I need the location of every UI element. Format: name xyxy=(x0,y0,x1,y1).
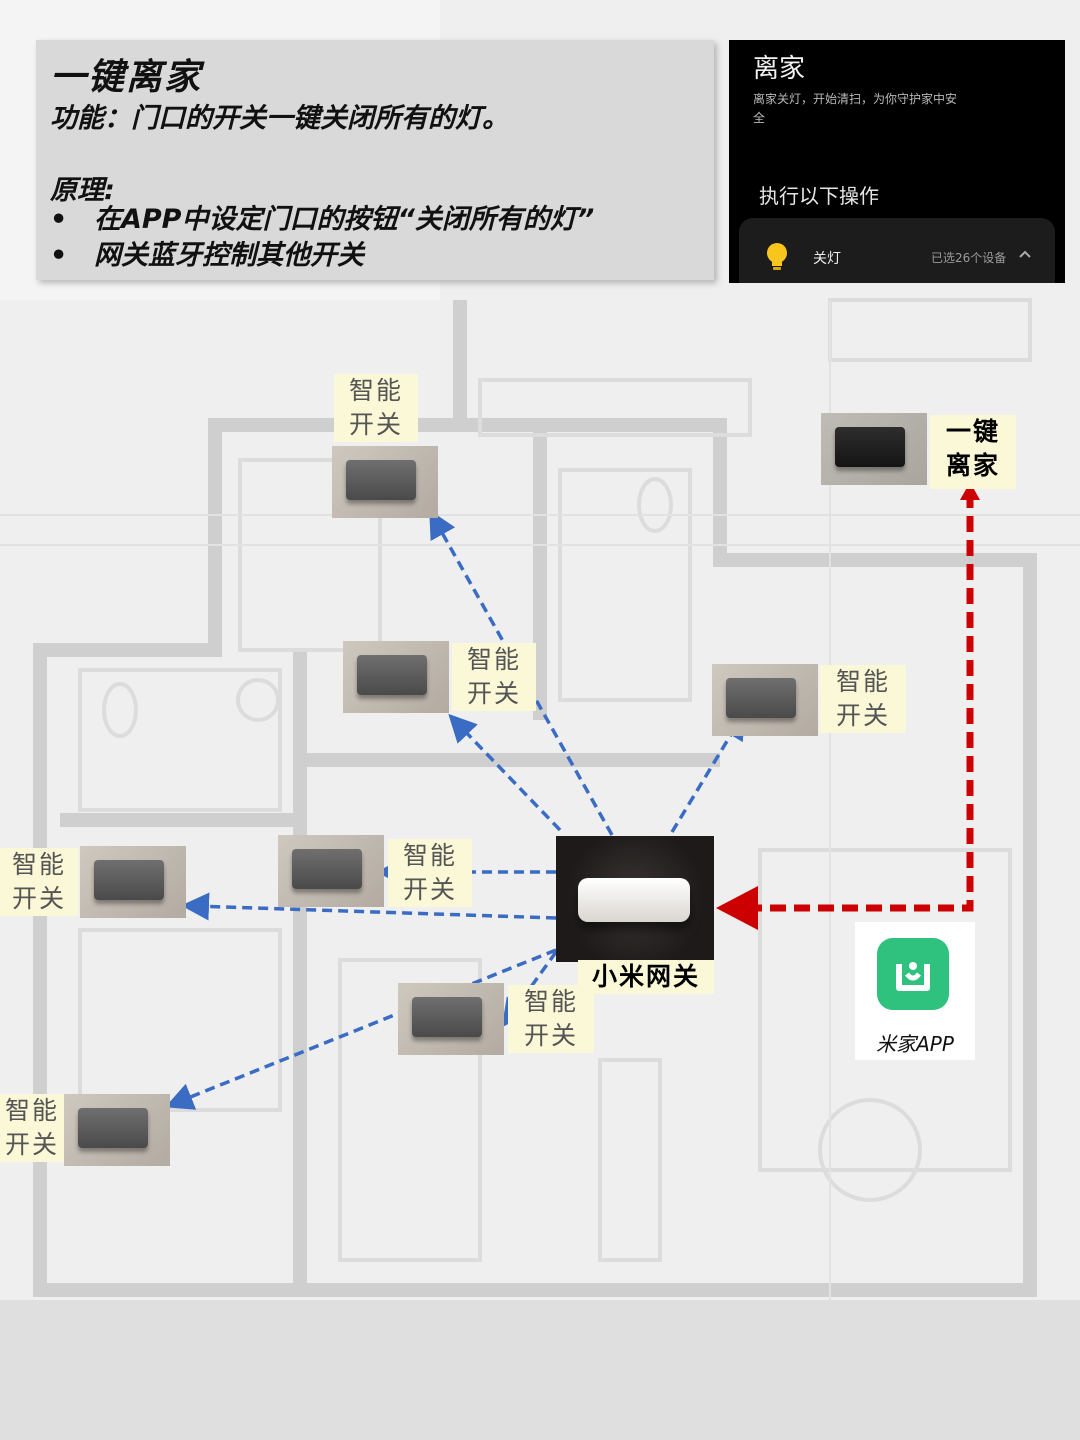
smart-switch-mid xyxy=(343,641,449,713)
mi-home-app-card: 米家APP xyxy=(855,922,975,1060)
info-box: 一键离家 功能：门口的开关一键关闭所有的灯。 原理: • 在APP中设定门口的按钮… xyxy=(36,40,714,280)
smart-switch-top xyxy=(332,446,438,518)
scene-panel: 离家 离家关灯，开始清扫，为你守护家中安全 执行以下操作 关灯 已选26个设备 xyxy=(729,40,1065,283)
info-bullet-list: • 在APP中设定门口的按钮“关闭所有的灯” • 网关蓝牙控制其他开关 xyxy=(50,202,594,274)
info-title: 一键离家 xyxy=(50,57,203,98)
smart-switch-left-far xyxy=(80,846,186,918)
info-bullet: • 网关蓝牙控制其他开关 xyxy=(50,238,594,274)
switch-label-bottom-left: 智能 开关 xyxy=(0,1094,64,1162)
gateway-device xyxy=(578,878,690,922)
switch-label-left-center: 智能 开关 xyxy=(388,839,472,907)
switch-label-top: 智能 开关 xyxy=(334,374,418,442)
chevron-up-icon[interactable] xyxy=(1019,249,1031,259)
scene-action-row[interactable]: 关灯 已选26个设备 xyxy=(739,218,1055,283)
bullet-text: 在APP中设定门口的按钮“关闭所有的灯” xyxy=(94,204,595,235)
xiaomi-gateway xyxy=(556,836,714,962)
smart-switch-right xyxy=(712,664,818,736)
bullet-dot: • xyxy=(50,240,68,271)
switch-label-left-far: 智能 开关 xyxy=(0,848,78,916)
bullet-dot: • xyxy=(50,204,68,235)
scene-section-label: 执行以下操作 xyxy=(759,184,879,208)
smart-switch-left-center xyxy=(278,835,384,907)
mi-home-app-icon xyxy=(877,938,949,1010)
switch-label-bottom-center: 智能 开关 xyxy=(508,985,594,1053)
bullet-text: 网关蓝牙控制其他开关 xyxy=(94,240,364,271)
switch-label-mid: 智能 开关 xyxy=(452,643,536,711)
gateway-label: 小米网关 xyxy=(578,960,714,994)
smart-switch-bottom-center xyxy=(398,983,504,1055)
info-bullet: • 在APP中设定门口的按钮“关闭所有的灯” xyxy=(50,202,594,238)
scene-description: 离家关灯，开始清扫，为你守护家中安全 xyxy=(753,92,958,125)
action-label: 关灯 xyxy=(813,251,841,267)
door-switch xyxy=(821,413,927,485)
mi-home-logo-icon xyxy=(896,962,930,991)
action-device-count: 已选26个设备 xyxy=(931,251,1007,265)
smart-switch-bottom-left xyxy=(64,1094,170,1166)
scene-title: 离家 xyxy=(753,54,806,84)
mi-home-app-label: 米家APP xyxy=(876,1032,954,1056)
info-principle-label: 原理: xyxy=(50,175,115,206)
lightbulb-icon xyxy=(767,243,787,270)
door-switch-label: 一键 离家 xyxy=(930,415,1016,489)
bottom-band xyxy=(0,1300,1080,1440)
switch-label-right: 智能 开关 xyxy=(820,665,906,733)
info-function-line: 功能：门口的开关一键关闭所有的灯。 xyxy=(50,103,509,134)
